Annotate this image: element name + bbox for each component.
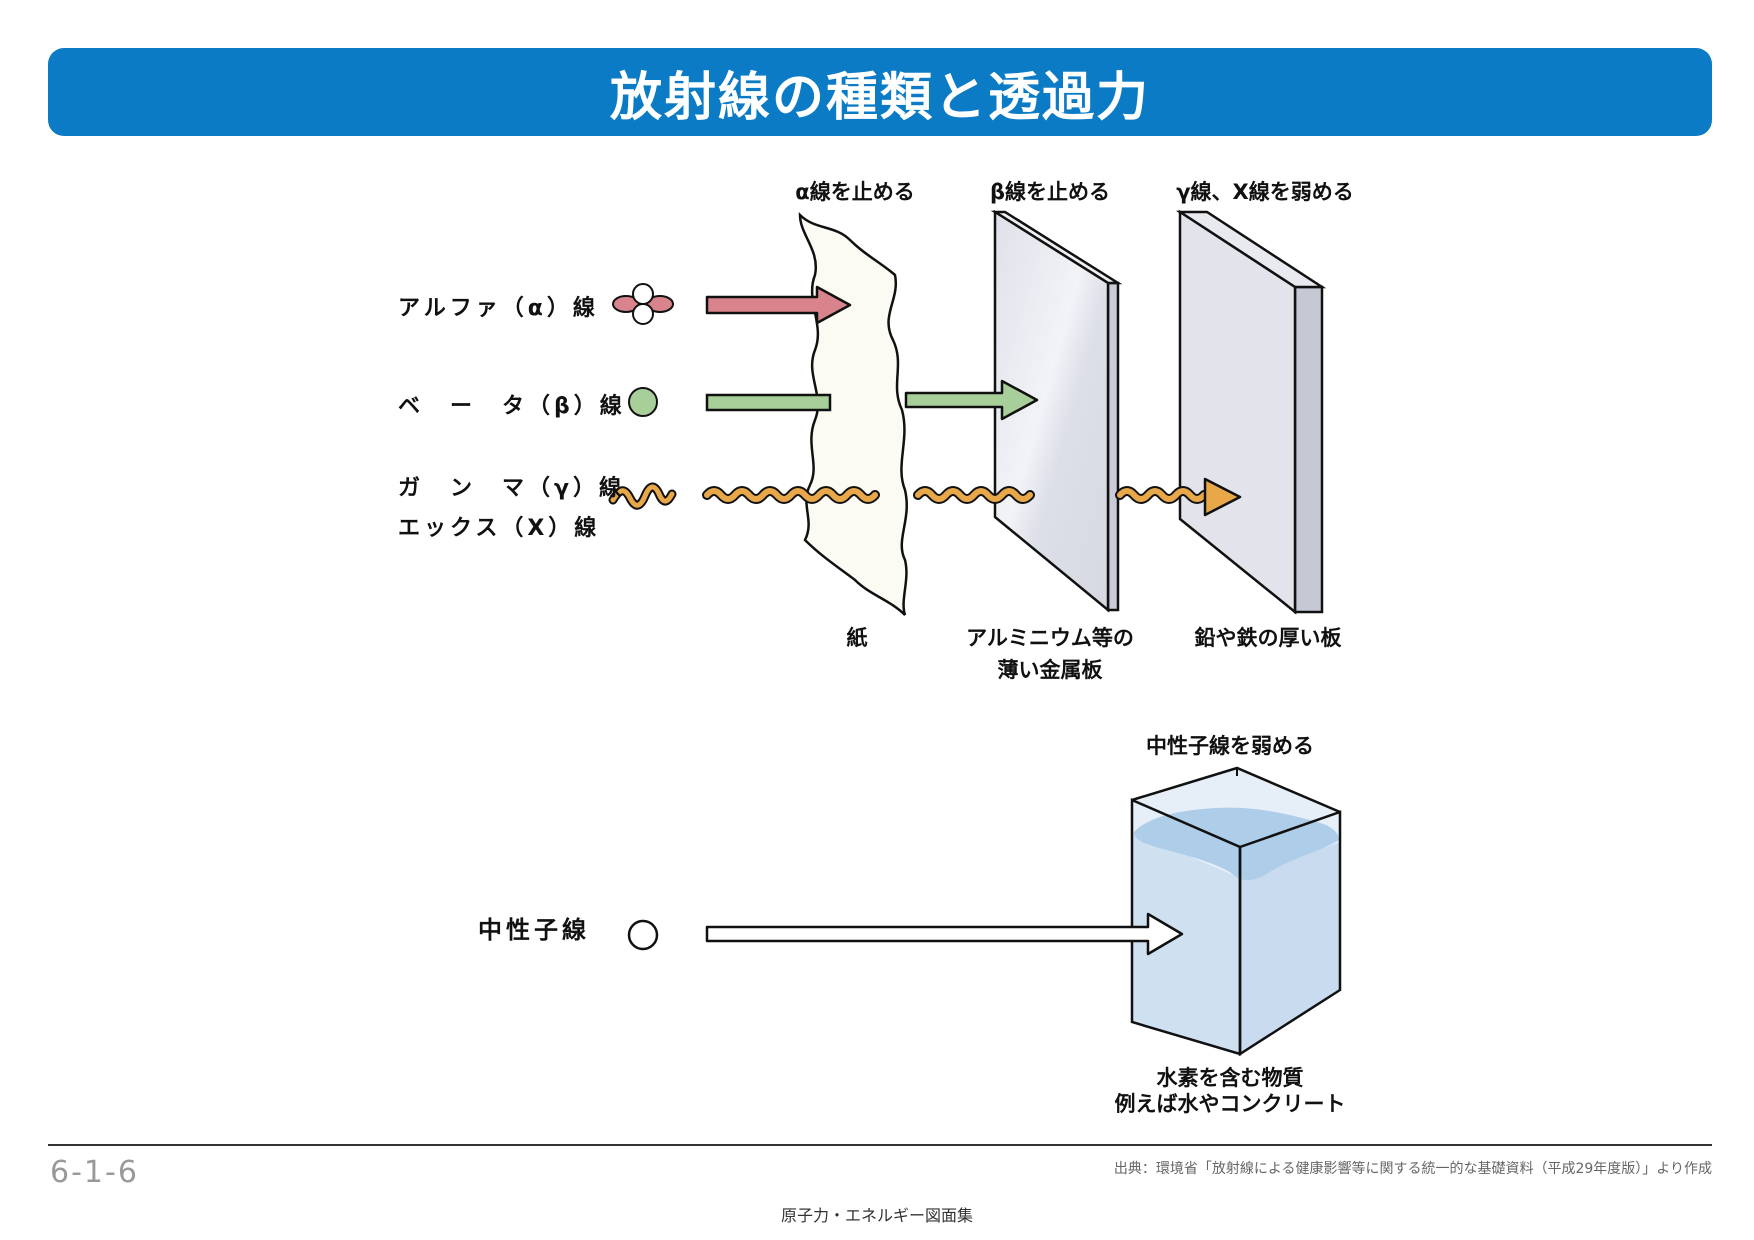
stop-label-gamma-x: γ線、X線を弱める xyxy=(1176,180,1354,204)
beta-arrow xyxy=(904,379,1039,421)
water-tank xyxy=(1130,766,1342,1057)
source-citation: 出典：環境省「放射線による健康影響等に関する統一的な基礎資料（平成29年度版）」… xyxy=(1113,1161,1712,1177)
alpha-particle-icon xyxy=(612,283,674,325)
footer-divider xyxy=(48,1144,1712,1146)
material-label-water-1: 水素を含む物質 xyxy=(1156,1066,1304,1090)
water-front xyxy=(1132,832,1240,1054)
ray-label-beta: ベ ー タ（β）線 xyxy=(398,394,626,419)
page-number: 6-1-6 xyxy=(50,1155,139,1190)
material-label-paper: 紙 xyxy=(846,626,868,650)
water-surface xyxy=(1134,807,1339,881)
ray-label-alpha: アルファ（α）線 xyxy=(398,296,599,321)
collection-title: 原子力・エネルギー図面集 xyxy=(780,1206,974,1225)
material-label-aluminum-1: アルミニウム等の xyxy=(966,626,1134,650)
stop-label-beta: β線を止める xyxy=(989,180,1111,204)
neutron-particle-icon xyxy=(627,919,659,951)
aluminum-plate xyxy=(993,209,1110,613)
material-label-lead: 鉛や鉄の厚い板 xyxy=(1194,626,1342,650)
paper-sheet xyxy=(798,211,908,616)
title-bar: 放射線の種類と透過力 xyxy=(48,48,1712,136)
water-side xyxy=(1240,842,1340,1054)
page-title: 放射線の種類と透過力 xyxy=(609,67,1150,128)
stop-label-alpha: α線を止める xyxy=(795,180,915,204)
ray-label-gamma: ガ ン マ（γ）線 xyxy=(398,476,625,501)
ray-label-neutron: 中性子線 xyxy=(478,916,590,944)
material-label-aluminum-2: 薄い金属板 xyxy=(997,658,1103,682)
ray-label-xray: エックス（X）線 xyxy=(398,516,601,541)
gamma-arrowhead xyxy=(1203,477,1242,517)
beta-arrow-segment xyxy=(705,393,832,412)
stop-label-neutron: 中性子線を弱める xyxy=(1146,734,1314,758)
material-label-water-2: 例えば水やコンクリート xyxy=(1114,1092,1346,1116)
lead-plate-side xyxy=(1293,285,1324,614)
alpha-arrow xyxy=(705,285,852,325)
neutron-arrow xyxy=(705,912,1184,956)
beta-particle-icon xyxy=(628,387,658,417)
aluminum-plate-side xyxy=(1106,281,1120,612)
